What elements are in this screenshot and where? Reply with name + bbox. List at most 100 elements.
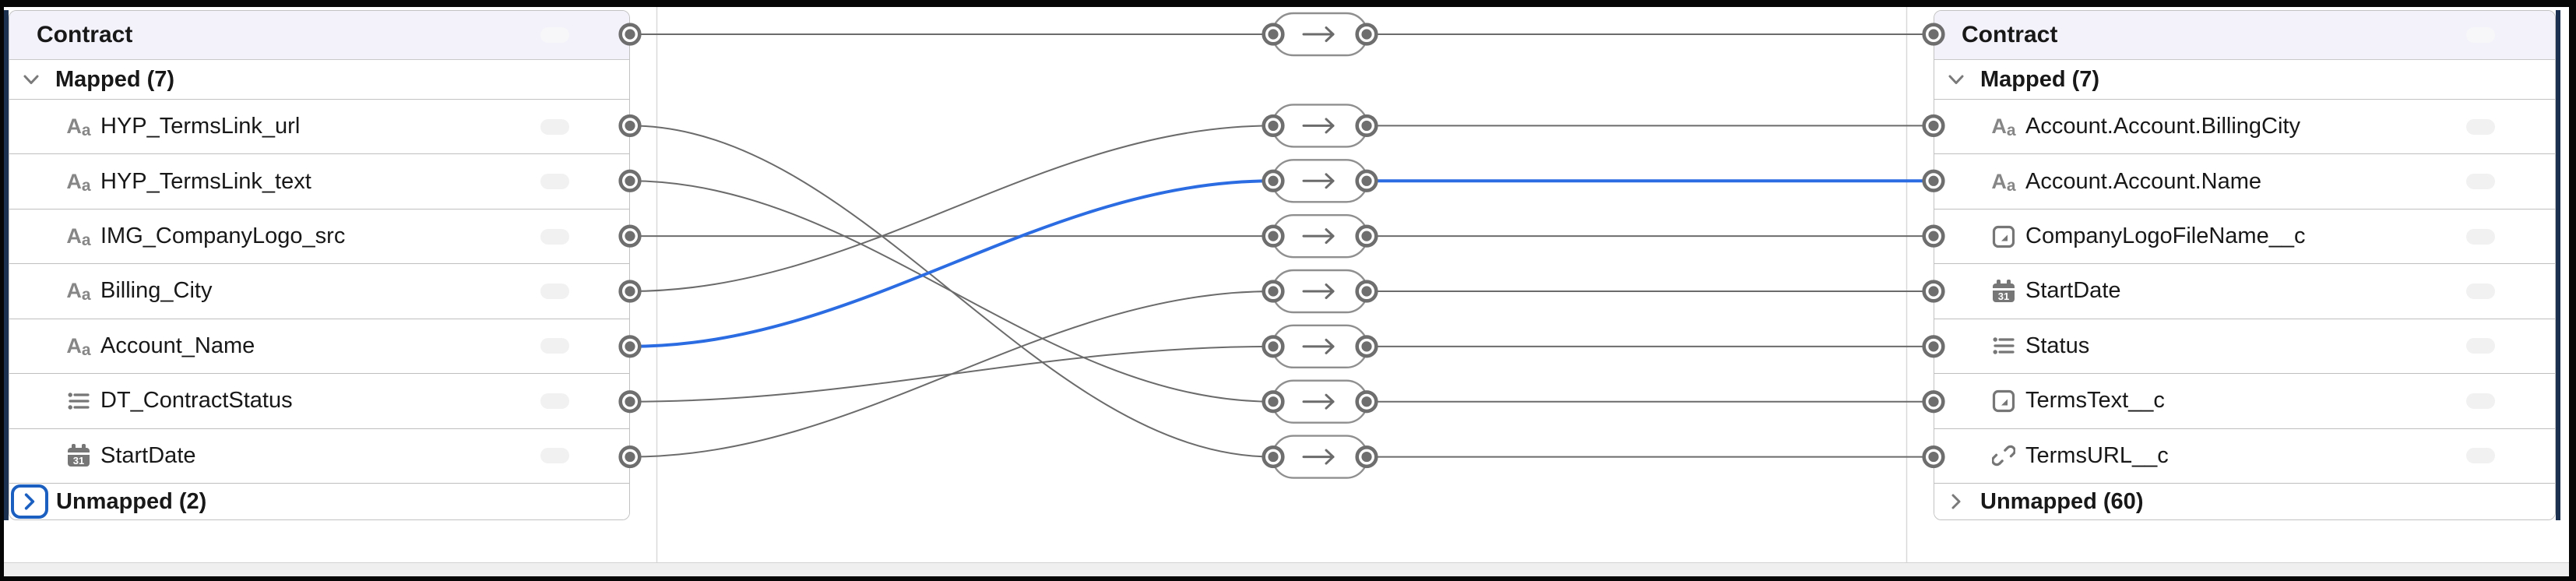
chevron-down-icon[interactable] (22, 70, 40, 89)
node-output-port[interactable] (1355, 23, 1378, 46)
connection-line[interactable] (629, 125, 1274, 292)
node-output-port[interactable] (1355, 390, 1378, 414)
arrow-right-icon (1302, 228, 1335, 245)
field-toggle-pill[interactable] (2466, 393, 2495, 409)
node-input-port[interactable] (1262, 169, 1285, 192)
node-output-port[interactable] (1355, 335, 1378, 358)
field-row[interactable]: CompanyLogoFileName__c (1934, 209, 2555, 265)
unmapped-group-label: Unmapped (60) (1980, 488, 2144, 514)
object-toggle-pill[interactable] (540, 27, 569, 43)
field-toggle-pill[interactable] (540, 118, 569, 135)
node-input-port[interactable] (1262, 445, 1285, 469)
field-name: StartDate (2025, 278, 2121, 304)
text-icon: Aa (66, 279, 91, 305)
connection-line[interactable] (629, 345, 1274, 403)
field-toggle-pill[interactable] (540, 338, 569, 354)
screenshot-border-top (0, 0, 2576, 7)
field-toggle-pill[interactable] (2466, 118, 2495, 135)
field-name: Account.Account.Name (2025, 168, 2262, 194)
mapping-arrow-node[interactable] (1262, 104, 1378, 148)
arrow-right-icon (1302, 173, 1335, 189)
field-name: Status (2025, 333, 2090, 358)
mapped-group-label: Mapped (7) (1980, 66, 2100, 92)
url-icon (1992, 444, 2015, 467)
field-toggle-pill[interactable] (2466, 174, 2495, 190)
source-mapped-group-header[interactable]: Mapped (7) (9, 60, 629, 100)
node-input-port[interactable] (1262, 23, 1285, 46)
target-mapped-group-header[interactable]: Mapped (7) (1934, 60, 2555, 100)
date-icon: 31 (67, 444, 90, 467)
field-toggle-pill[interactable] (2466, 228, 2495, 245)
field-name: IMG_CompanyLogo_src (100, 224, 346, 249)
node-output-port[interactable] (1355, 114, 1378, 138)
mapping-arrow-node[interactable] (1262, 159, 1378, 203)
field-toggle-pill[interactable] (2466, 338, 2495, 354)
horizontal-scrollbar-track[interactable] (4, 562, 2569, 576)
field-toggle-pill[interactable] (2466, 283, 2495, 299)
field-toggle-pill[interactable] (540, 448, 569, 464)
source-panel-header[interactable]: Contract (9, 11, 629, 60)
field-toggle-pill[interactable] (540, 283, 569, 299)
node-input-port[interactable] (1262, 390, 1285, 414)
screenshot-border-left (0, 0, 4, 581)
connection-line[interactable] (629, 290, 1274, 458)
field-toggle-pill[interactable] (540, 228, 569, 245)
text-icon: Aa (66, 169, 91, 195)
textarea-icon (1992, 225, 2015, 248)
field-row[interactable]: Aa Billing_City (9, 264, 629, 319)
field-toggle-pill[interactable] (2466, 448, 2495, 464)
node-input-port[interactable] (1262, 114, 1285, 138)
mapping-arrow-node[interactable] (1262, 435, 1378, 479)
connection-line[interactable] (629, 125, 1274, 458)
svg-text:31: 31 (1998, 290, 2009, 302)
mapping-arrow-node[interactable] (1262, 379, 1378, 424)
field-row[interactable]: 31 StartDate (9, 428, 629, 484)
field-row[interactable]: TermsURL__c (1934, 428, 2555, 484)
target-panel-header[interactable]: Contract (1934, 11, 2555, 60)
field-name: CompanyLogoFileName__c (2025, 224, 2306, 249)
source-unmapped-group-header[interactable]: Unmapped (2) (9, 484, 629, 519)
field-name: DT_ContractStatus (100, 388, 293, 414)
connection-line[interactable] (629, 179, 1274, 348)
target-unmapped-group-header[interactable]: Unmapped (60) (1934, 484, 2555, 519)
connection-line[interactable] (629, 180, 1274, 403)
object-toggle-pill[interactable] (2466, 27, 2495, 43)
screenshot-border-right (2569, 0, 2576, 581)
date-icon: 31 (1992, 279, 2015, 303)
chevron-right-icon (24, 493, 35, 510)
field-name: Billing_City (100, 278, 213, 304)
field-toggle-pill[interactable] (540, 174, 569, 190)
field-row[interactable]: TermsText__c (1934, 374, 2555, 429)
mapping-arrow-node[interactable] (1262, 12, 1378, 57)
expand-unmapped-button[interactable] (11, 484, 48, 519)
field-row[interactable]: DT_ContractStatus (9, 374, 629, 429)
node-output-port[interactable] (1355, 280, 1378, 303)
chevron-right-icon[interactable] (1947, 492, 1965, 511)
arrow-right-icon (1302, 393, 1335, 410)
node-output-port[interactable] (1355, 445, 1378, 469)
arrow-right-icon (1302, 283, 1335, 299)
mapping-arrow-node[interactable] (1262, 269, 1378, 314)
chevron-down-icon[interactable] (1947, 70, 1965, 89)
mapping-arrow-node[interactable] (1262, 324, 1378, 369)
field-name: Account.Account.BillingCity (2025, 114, 2300, 139)
field-name: TermsURL__c (2025, 442, 2169, 468)
node-output-port[interactable] (1355, 169, 1378, 192)
node-input-port[interactable] (1262, 224, 1285, 248)
node-input-port[interactable] (1262, 335, 1285, 358)
field-toggle-pill[interactable] (540, 393, 569, 409)
arrow-right-icon (1302, 26, 1335, 42)
mapping-arrow-node[interactable] (1262, 213, 1378, 259)
right-panel-accent-bar (2556, 10, 2560, 520)
field-row[interactable]: 31 StartDate (1934, 264, 2555, 319)
field-row[interactable]: Status (1934, 319, 2555, 375)
field-name: StartDate (100, 442, 196, 468)
node-output-port[interactable] (1355, 224, 1378, 248)
node-input-port[interactable] (1262, 280, 1285, 303)
